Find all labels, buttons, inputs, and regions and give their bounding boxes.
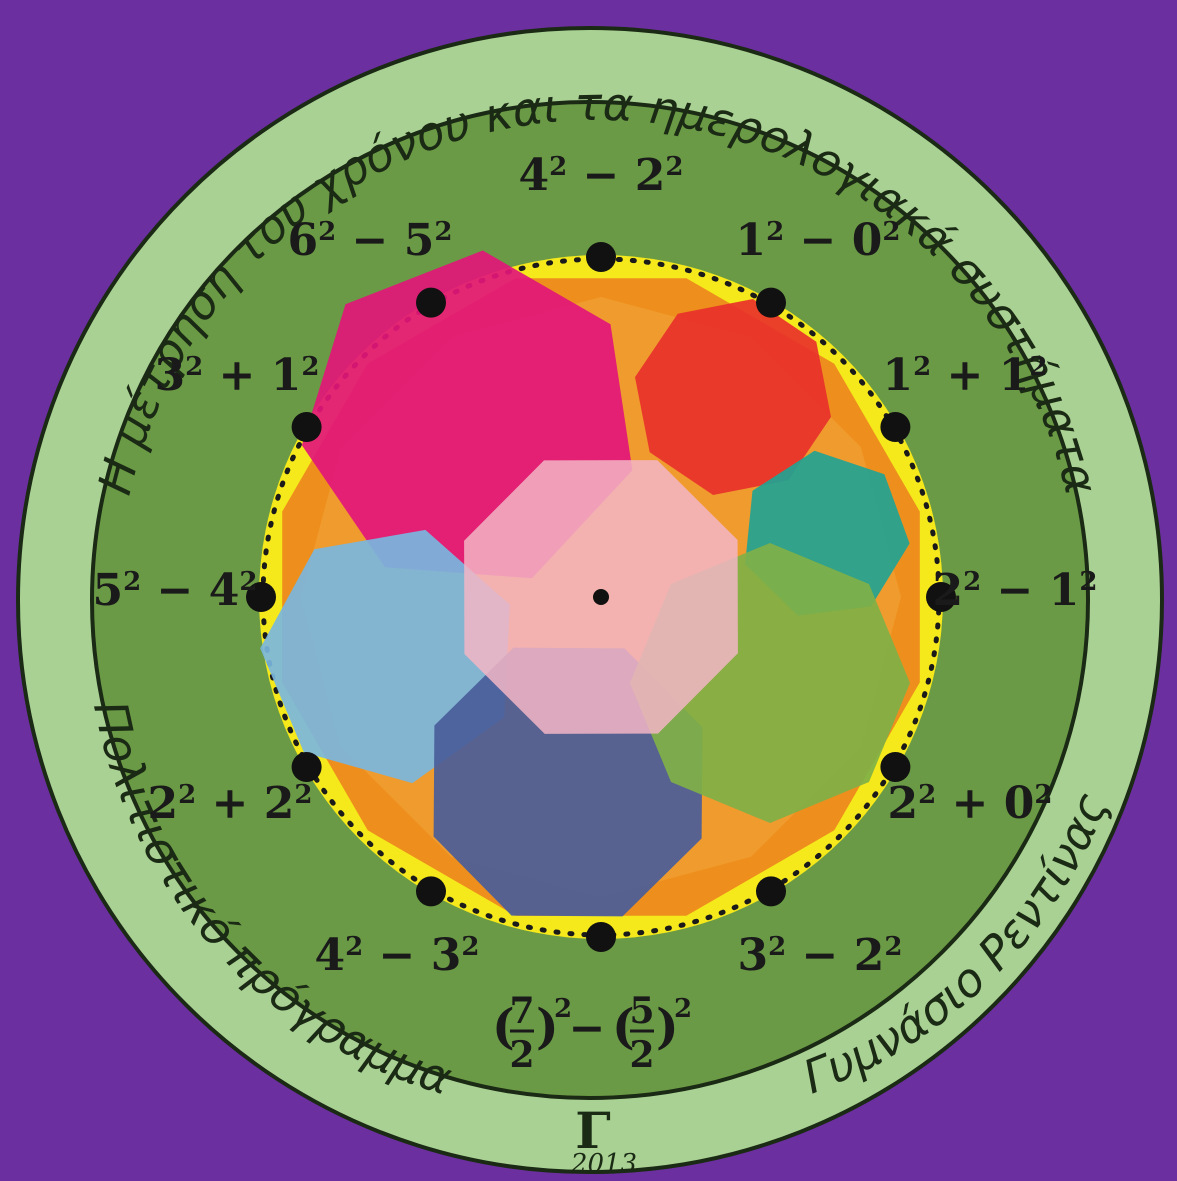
- hour-marker-dot: [880, 412, 910, 442]
- hour-marker-dot: [416, 288, 446, 318]
- fraction-denominator: 2: [509, 1034, 534, 1076]
- fraction-denominator: 2: [629, 1034, 654, 1076]
- fraction-numerator: 5: [629, 990, 654, 1032]
- hour-label-12: 42 − 22: [519, 150, 684, 201]
- hour-label-1: 12 − 02: [736, 215, 901, 266]
- hour-marker-dot: [292, 752, 322, 782]
- hour-label-7: 42 − 32: [315, 930, 480, 981]
- logo-year: 2013: [570, 1149, 637, 1176]
- hour-label-8: 22 + 22: [148, 778, 313, 829]
- hour-label-11: 62 − 52: [288, 215, 453, 266]
- hour-label-9: 52 − 42: [93, 565, 258, 616]
- hour-marker-dot: [416, 876, 446, 906]
- center-pivot: [593, 589, 609, 605]
- hour-marker-dot: [756, 876, 786, 906]
- operator: −: [569, 1003, 606, 1054]
- hour-label-5: 32 − 22: [738, 930, 903, 981]
- hour-marker-dot: [586, 922, 616, 952]
- exponent: 2: [674, 994, 692, 1024]
- hour-label-3: 22 − 12: [933, 565, 1098, 616]
- hour-marker-dot: [756, 288, 786, 318]
- hour-marker-dot: [292, 412, 322, 442]
- hour-label-2: 12 + 12: [883, 350, 1048, 401]
- hour-label-10: 32 + 12: [155, 350, 320, 401]
- hour-label-4: 22 + 02: [888, 778, 1053, 829]
- hour-marker-dot: [586, 242, 616, 272]
- fraction-numerator: 7: [509, 990, 534, 1032]
